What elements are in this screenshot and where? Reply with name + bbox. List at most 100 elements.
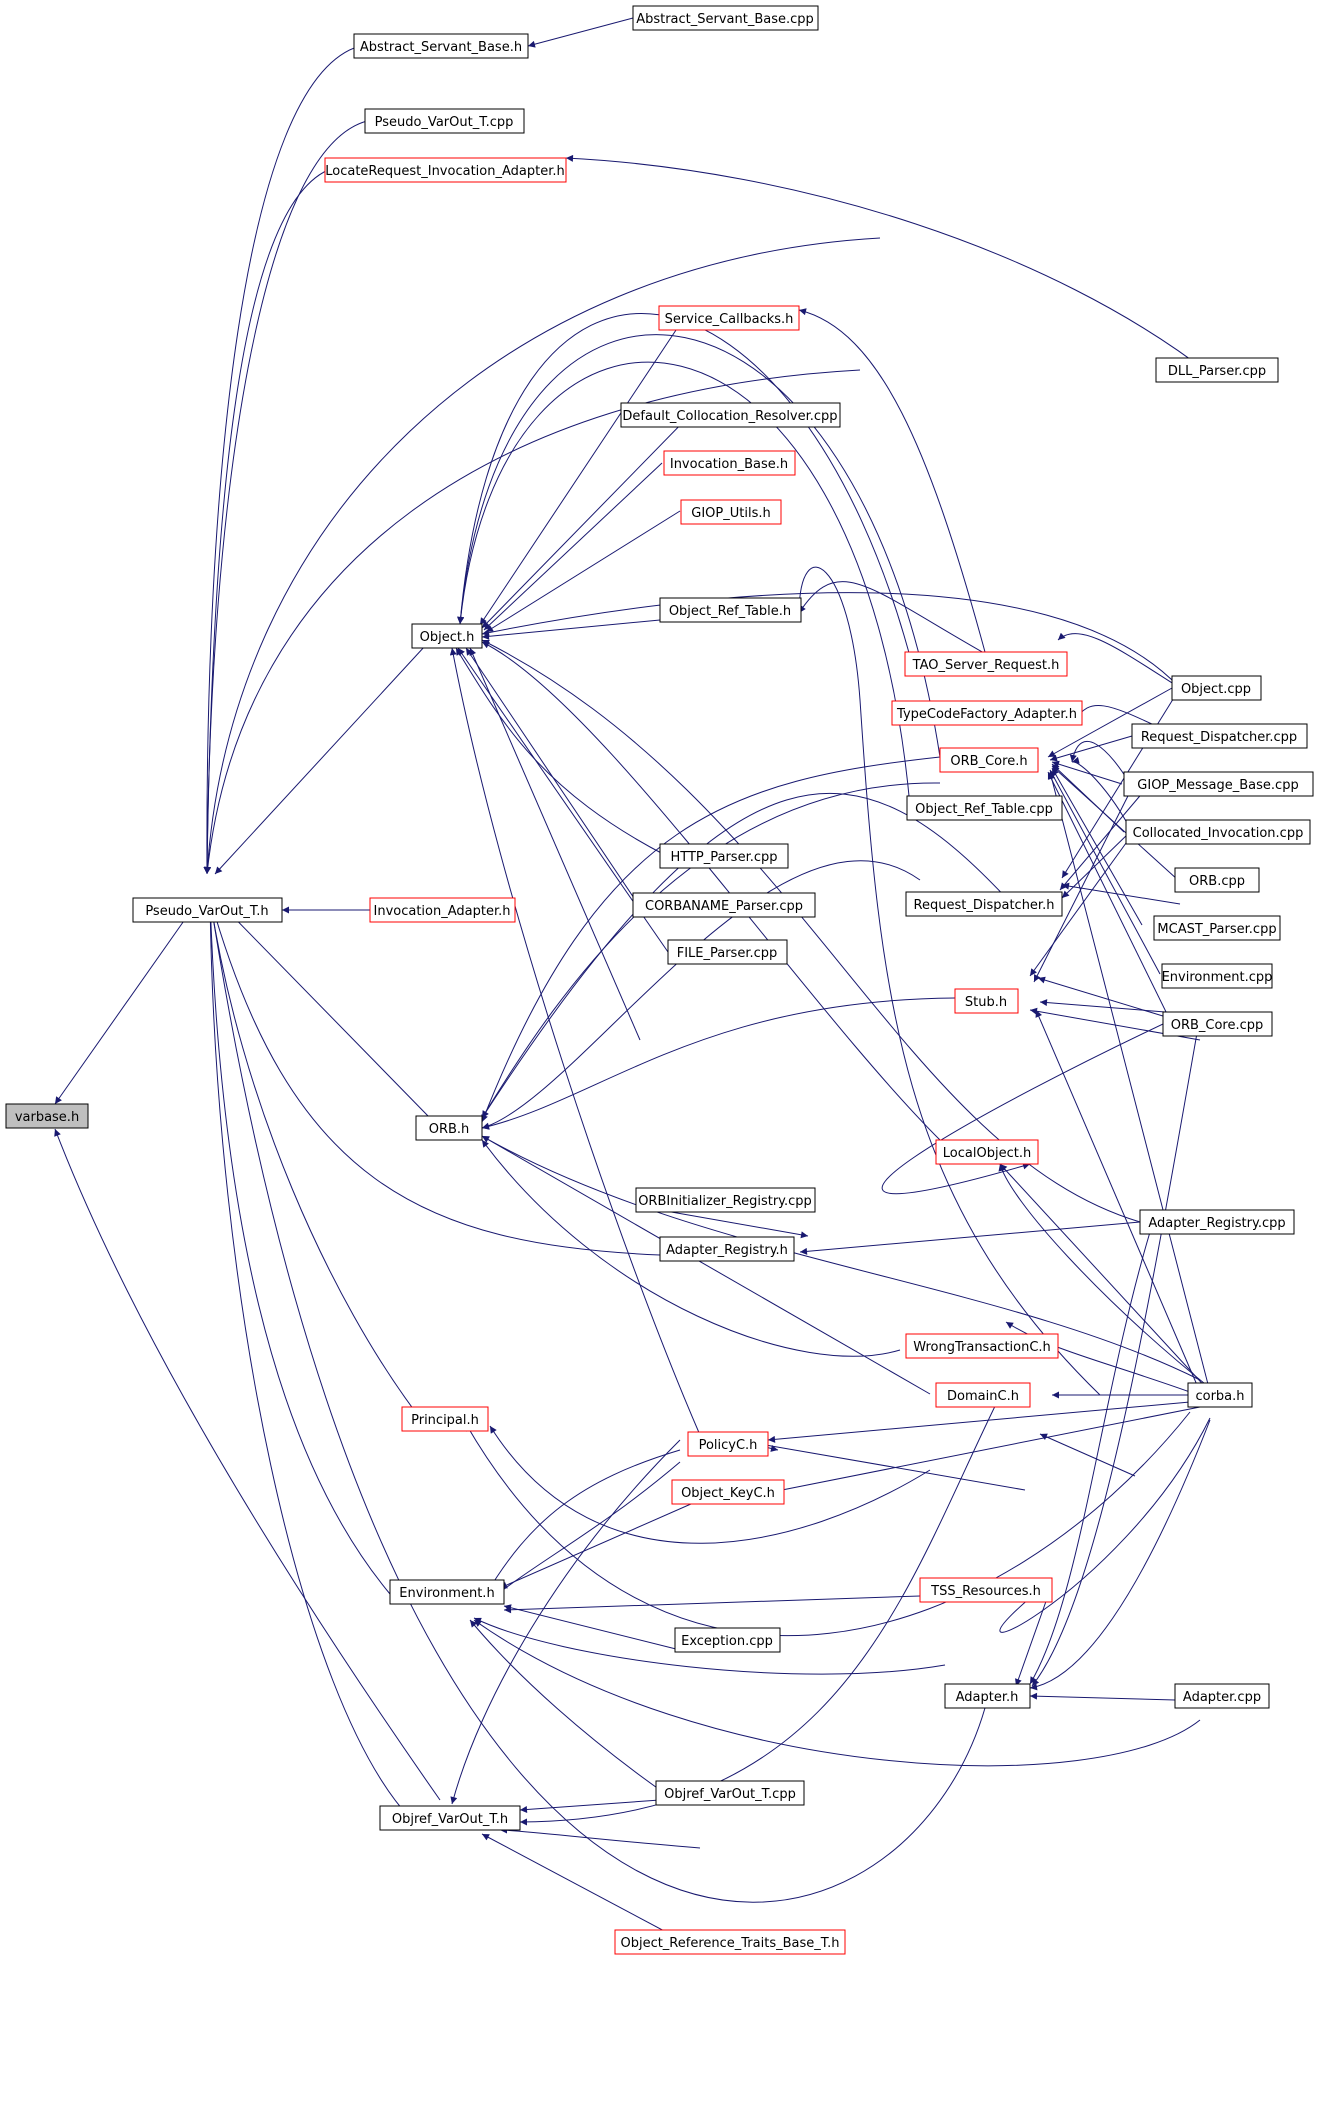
node-label: Stub.h (965, 995, 1007, 1010)
node-label: FILE_Parser.cpp (677, 946, 778, 961)
edge (489, 1425, 931, 1544)
graph-node-object-h[interactable]: Object.h (411, 623, 483, 649)
graph-node-invocation-adapter-h[interactable]: Invocation_Adapter.h (369, 897, 516, 923)
edge (795, 566, 1101, 1396)
graph-node-adapter-cpp[interactable]: Adapter.cpp (1174, 1683, 1270, 1709)
edge (481, 1135, 931, 1395)
graph-node-objref-varout-t-cpp[interactable]: Objref_VarOut_T.cpp (655, 1780, 805, 1806)
graph-node-abstract-servant-base-h[interactable]: Abstract_Servant_Base.h (353, 33, 529, 59)
graph-node-tss-resources-h[interactable]: TSS_Resources.h (919, 1577, 1053, 1603)
edge (54, 897, 201, 1105)
node-label: Adapter.cpp (1183, 1690, 1261, 1705)
edge (1049, 735, 1133, 762)
graph-node-dll-parser-cpp[interactable]: DLL_Parser.cpp (1155, 357, 1279, 383)
edge (203, 169, 329, 875)
graph-node-varbase-h[interactable]: varbase.h (5, 1103, 89, 1129)
edge (519, 1399, 999, 1826)
node-label: GIOP_Utils.h (691, 506, 770, 521)
graph-node-environment-h[interactable]: Environment.h (389, 1579, 505, 1605)
node-label: Pseudo_VarOut_T.h (145, 904, 268, 919)
edge (481, 639, 1141, 1223)
graph-node-locaterequest-invocation-adapter-h[interactable]: LocateRequest_Invocation_Adapter.h (324, 157, 567, 183)
edge (1051, 760, 1123, 785)
graph-node-objref-varout-t-h[interactable]: Objref_VarOut_T.h (379, 1805, 521, 1831)
graph-node-orb-cpp[interactable]: ORB.cpp (1174, 867, 1260, 893)
graph-node-policyc-h[interactable]: PolicyC.h (687, 1431, 769, 1457)
graph-node-object-keyc-h[interactable]: Object_KeyC.h (671, 1479, 785, 1505)
graph-node-abstract-servant-base-cpp[interactable]: Abstract_Servant_Base.cpp (632, 5, 819, 31)
edge (1039, 1433, 1136, 1477)
edge (207, 897, 421, 1419)
node-label: Object_Ref_Table.cpp (915, 802, 1053, 817)
graph-node-object-ref-table-h[interactable]: Object_Ref_Table.h (659, 597, 802, 623)
dependency-edges (54, 17, 1216, 1951)
edge (499, 1499, 701, 1589)
edge (771, 1404, 1211, 1495)
node-label: DomainC.h (947, 1389, 1019, 1404)
graph-node-pseudo-varout-t-cpp[interactable]: Pseudo_VarOut_T.cpp (364, 108, 525, 134)
graph-node-adapter-registry-cpp[interactable]: Adapter_Registry.cpp (1139, 1209, 1295, 1235)
edge (1057, 632, 1181, 689)
node-label: TAO_Server_Request.h (912, 658, 1060, 673)
graph-node-default-collocation-resolver-cpp[interactable]: Default_Collocation_Resolver.cpp (620, 402, 841, 428)
graph-node-orb-h[interactable]: ORB.h (415, 1115, 483, 1141)
graph-node-adapter-registry-h[interactable]: Adapter_Registry.h (659, 1236, 795, 1262)
graph-node-principal-h[interactable]: Principal.h (401, 1406, 489, 1432)
graph-node-giop-message-base-cpp[interactable]: GIOP_Message_Base.cpp (1123, 771, 1314, 797)
node-label: WrongTransactionC.h (913, 1340, 1051, 1355)
graph-node-orbinitializer-registry-cpp[interactable]: ORBInitializer_Registry.cpp (635, 1187, 816, 1213)
edge (206, 897, 411, 1819)
graph-node-request-dispatcher-h[interactable]: Request_Dispatcher.h (905, 891, 1063, 917)
graph-node-orb-core-cpp[interactable]: ORB_Core.cpp (1162, 1011, 1273, 1037)
edge (1059, 783, 1151, 891)
edge (527, 17, 634, 48)
graph-node-pseudo-varout-t-h[interactable]: Pseudo_VarOut_T.h (132, 897, 283, 923)
node-label: Abstract_Servant_Base.cpp (636, 12, 814, 27)
graph-node-http-parser-cpp[interactable]: HTTP_Parser.cpp (659, 843, 789, 869)
edge (1029, 1692, 1176, 1701)
graph-node-environment-cpp[interactable]: Environment.cpp (1161, 963, 1273, 989)
graph-node-giop-utils-h[interactable]: GIOP_Utils.h (680, 499, 782, 525)
graph-node-collocated-invocation-cpp[interactable]: Collocated_Invocation.cpp (1125, 819, 1311, 845)
graph-node-object-reference-traits-base-t-h[interactable]: Object_Reference_Traits_Base_T.h (614, 1929, 846, 1955)
edge (1047, 687, 1173, 758)
edge (449, 647, 701, 1436)
graph-node-request-dispatcher-cpp[interactable]: Request_Dispatcher.cpp (1131, 723, 1308, 749)
edge (481, 619, 661, 640)
edge (484, 1449, 681, 1597)
graph-node-tao-server-request-h[interactable]: TAO_Server_Request.h (904, 651, 1068, 677)
graph-node-orb-core-h[interactable]: ORB_Core.h (939, 747, 1039, 773)
graph-node-file-parser-cpp[interactable]: FILE_Parser.cpp (667, 939, 788, 965)
graph-node-object-cpp[interactable]: Object.cpp (1171, 675, 1262, 701)
node-label: HTTP_Parser.cpp (670, 850, 777, 865)
node-label: Adapter_Registry.h (666, 1243, 788, 1258)
node-label: Pseudo_VarOut_T.cpp (375, 115, 514, 130)
node-label: TSS_Resources.h (930, 1584, 1041, 1599)
graph-node-localobject-h[interactable]: LocalObject.h (935, 1139, 1039, 1165)
graph-node-exception-cpp[interactable]: Exception.cpp (674, 1627, 781, 1653)
graph-node-corbaname-parser-cpp[interactable]: CORBANAME_Parser.cpp (632, 892, 816, 918)
edge (207, 897, 986, 1903)
graph-node-mcast-parser-cpp[interactable]: MCAST_Parser.cpp (1153, 915, 1281, 941)
graph-node-object-ref-table-cpp[interactable]: Object_Ref_Table.cpp (906, 795, 1063, 821)
edge (798, 308, 986, 653)
graph-node-typecodefactory-adapter-h[interactable]: TypeCodeFactory_Adapter.h (891, 700, 1083, 726)
graph-node-stub-h[interactable]: Stub.h (954, 988, 1019, 1014)
node-label: ORBInitializer_Registry.cpp (638, 1194, 812, 1209)
node-label: LocalObject.h (943, 1146, 1031, 1161)
graph-node-domainc-h[interactable]: DomainC.h (935, 1382, 1031, 1408)
node-label: Principal.h (411, 1413, 479, 1428)
graph-node-corba-h[interactable]: corba.h (1187, 1382, 1253, 1408)
graph-node-wrongtransactionc-h[interactable]: WrongTransactionC.h (905, 1333, 1059, 1359)
edge (481, 1135, 1201, 1381)
edge (465, 647, 641, 908)
graph-node-adapter-h[interactable]: Adapter.h (944, 1683, 1031, 1709)
edge (203, 45, 361, 875)
edge (499, 1826, 701, 1849)
edge (998, 1163, 1216, 1393)
node-label: Collocated_Invocation.cpp (1133, 826, 1304, 841)
node-label: Object_KeyC.h (681, 1486, 775, 1501)
graph-node-service-callbacks-h[interactable]: Service_Callbacks.h (658, 305, 800, 331)
graph-node-invocation-base-h[interactable]: Invocation_Base.h (663, 450, 796, 476)
edge (1039, 999, 1179, 1014)
